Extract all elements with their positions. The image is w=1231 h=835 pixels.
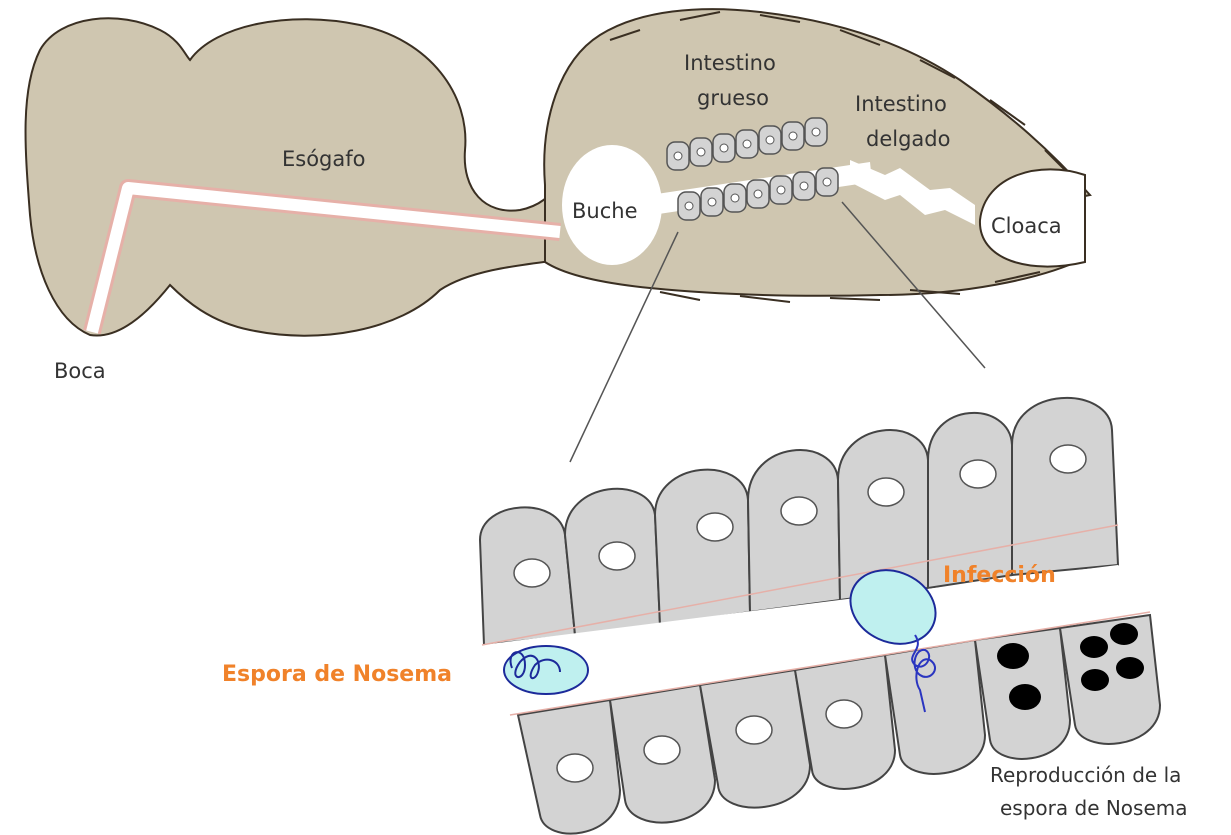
label-intestino-delgado-1: Intestino (855, 92, 947, 116)
label-reproduccion-1: Reproducción de la (990, 763, 1181, 787)
digestive-tract (26, 9, 1090, 336)
label-cloaca: Cloaca (991, 214, 1062, 238)
label-intestino-delgado-2: delgado (866, 127, 950, 151)
label-boca: Boca (54, 359, 106, 383)
label-intestino-grueso-2: grueso (697, 86, 769, 110)
label-buche: Buche (572, 199, 638, 223)
label-intestino-grueso-1: Intestino (684, 51, 776, 75)
label-espora: Espora de Nosema (222, 662, 452, 687)
label-esofago: Esógafo (282, 147, 366, 171)
label-reproduccion-2: espora de Nosema (1000, 796, 1188, 820)
label-infeccion: Infección (943, 563, 1056, 588)
nosema-spore (504, 646, 588, 694)
